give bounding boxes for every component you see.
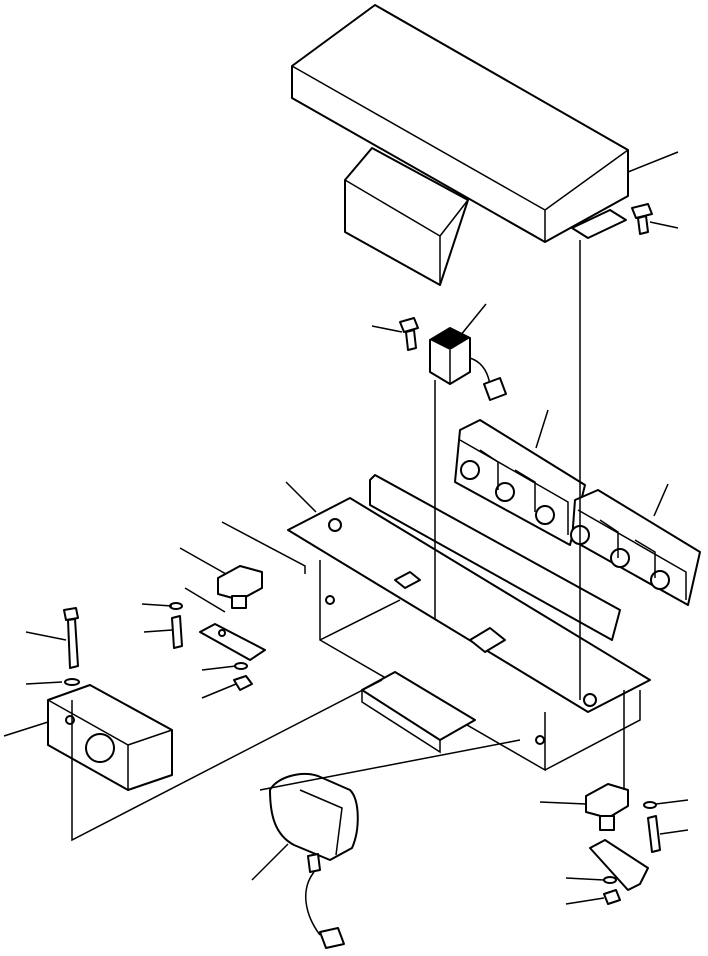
washer-e bbox=[603, 876, 617, 884]
nut-a bbox=[233, 675, 253, 691]
top-cover bbox=[291, 4, 629, 286]
switch-panel-right bbox=[570, 489, 701, 606]
assembly-guide-lines bbox=[71, 240, 625, 842]
leader-lines bbox=[3, 151, 689, 905]
nut-b bbox=[603, 889, 621, 905]
left-lamp-housing bbox=[47, 684, 173, 791]
left-mount bbox=[217, 565, 263, 609]
lower-plate bbox=[361, 671, 476, 754]
relay-bolt bbox=[399, 317, 419, 351]
bolt-b bbox=[647, 815, 661, 853]
long-bolt bbox=[63, 607, 79, 669]
relay bbox=[429, 327, 507, 401]
left-mount-bracket bbox=[199, 623, 266, 661]
cover-bolt bbox=[631, 203, 653, 235]
work-lamp bbox=[269, 772, 359, 949]
washer-b bbox=[234, 662, 248, 670]
right-mount bbox=[585, 783, 629, 831]
washer-d bbox=[643, 801, 657, 809]
bolt-a bbox=[171, 615, 183, 649]
washer-c bbox=[64, 678, 80, 686]
switch-panel-left bbox=[454, 419, 586, 546]
main-bracket bbox=[287, 474, 651, 772]
right-mount-bracket bbox=[589, 839, 649, 891]
